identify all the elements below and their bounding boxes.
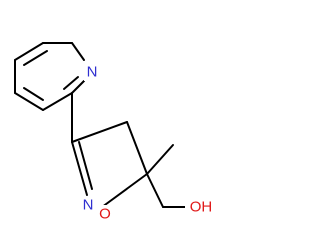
bond [23, 50, 48, 66]
oxygen-label: O [99, 206, 111, 223]
bond [71, 141, 88, 196]
atom-ring-nitrogen: N [80, 196, 96, 214]
pyridine-ring [14, 42, 85, 111]
isoxazoline-ring [71, 92, 191, 211]
bond [146, 173, 164, 208]
chemical-structure: N N O OH [14, 42, 217, 223]
atom-hydroxyl: OH [185, 198, 217, 216]
nitrogen-label: N [87, 64, 98, 81]
bond [126, 121, 148, 175]
nitrogen-label: N [83, 197, 94, 214]
bond [14, 42, 44, 61]
bond [14, 92, 44, 111]
atom-ring-oxygen: O [96, 205, 114, 223]
bond [23, 87, 44, 101]
bond [63, 76, 79, 90]
hydroxyl-label: OH [190, 199, 213, 216]
bond [97, 173, 148, 211]
atom-pyridine-nitrogen: N [84, 63, 100, 81]
bond [146, 144, 174, 175]
bond [71, 80, 85, 94]
bond [71, 42, 85, 61]
bond [42, 92, 73, 111]
bond [71, 121, 128, 143]
bond [78, 141, 93, 190]
